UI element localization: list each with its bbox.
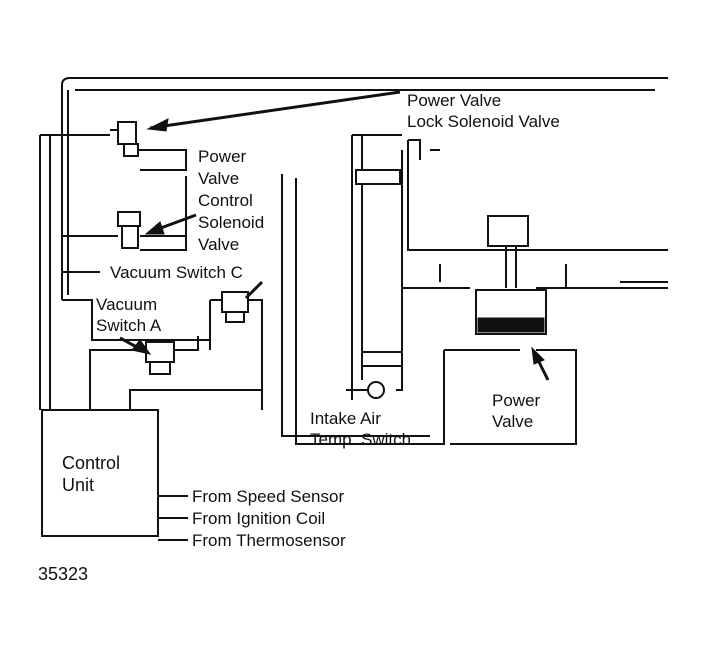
label-power-valve-lock-solenoid: Power Valve Lock Solenoid Valve: [407, 91, 560, 131]
center-hose-right: [396, 150, 403, 391]
label-from-speed-sensor: From Speed Sensor: [192, 487, 345, 506]
power-valve-lock-solenoid: [110, 121, 187, 171]
figure-number: 35323: [38, 564, 89, 584]
hose-switch-c: [62, 271, 210, 341]
power-valve-control-solenoid: [62, 176, 187, 251]
label-control-unit: Control Unit: [62, 453, 121, 495]
power-valve-chamber: [477, 317, 545, 333]
label-from-thermosensor: From Thermosensor: [192, 531, 346, 550]
outer-vacuum-hose: [61, 77, 668, 300]
arrow-lock-solenoid: [149, 90, 401, 130]
vacuum-switch-a: [145, 336, 199, 375]
arrow-head-power-valve: [531, 346, 545, 365]
control-unit-input-wires: [158, 495, 188, 541]
label-power-valve-control-solenoid: Power Valve Control Solenoid Valve: [198, 147, 265, 254]
intake-air-temp-switch-sensor: [367, 381, 385, 399]
arrow-head-control-solenoid: [144, 221, 165, 235]
control-unit-wiring-top: [89, 349, 262, 410]
label-intake-air-temp-switch: Intake Air Temp. Switch: [310, 409, 412, 449]
right-hose-lower: [402, 281, 668, 289]
power-valve-stem: [505, 246, 517, 288]
vertical-hose-left: [281, 174, 430, 437]
arrow-head-lock-solenoid: [146, 118, 169, 132]
label-power-valve: Power Valve: [492, 391, 541, 431]
label-vacuum-switch-c: Vacuum Switch C: [110, 263, 243, 282]
power-valve-upper-body: [487, 215, 529, 247]
arrow-switch-c: [244, 280, 264, 300]
label-from-ignition-coil: From Ignition Coil: [192, 509, 326, 528]
center-filter-upper: [355, 169, 401, 185]
lower-hose-loop: [295, 178, 520, 445]
control-unit-wire-left: [39, 134, 110, 410]
vacuum-switch-c: [209, 291, 263, 410]
right-lower-hose: [450, 264, 577, 445]
center-filter-lower: [361, 351, 403, 367]
control-unit-box: [41, 409, 159, 537]
label-vacuum-switch-a: Vacuum Switch A: [96, 295, 162, 335]
right-hose-upper: [407, 139, 668, 251]
